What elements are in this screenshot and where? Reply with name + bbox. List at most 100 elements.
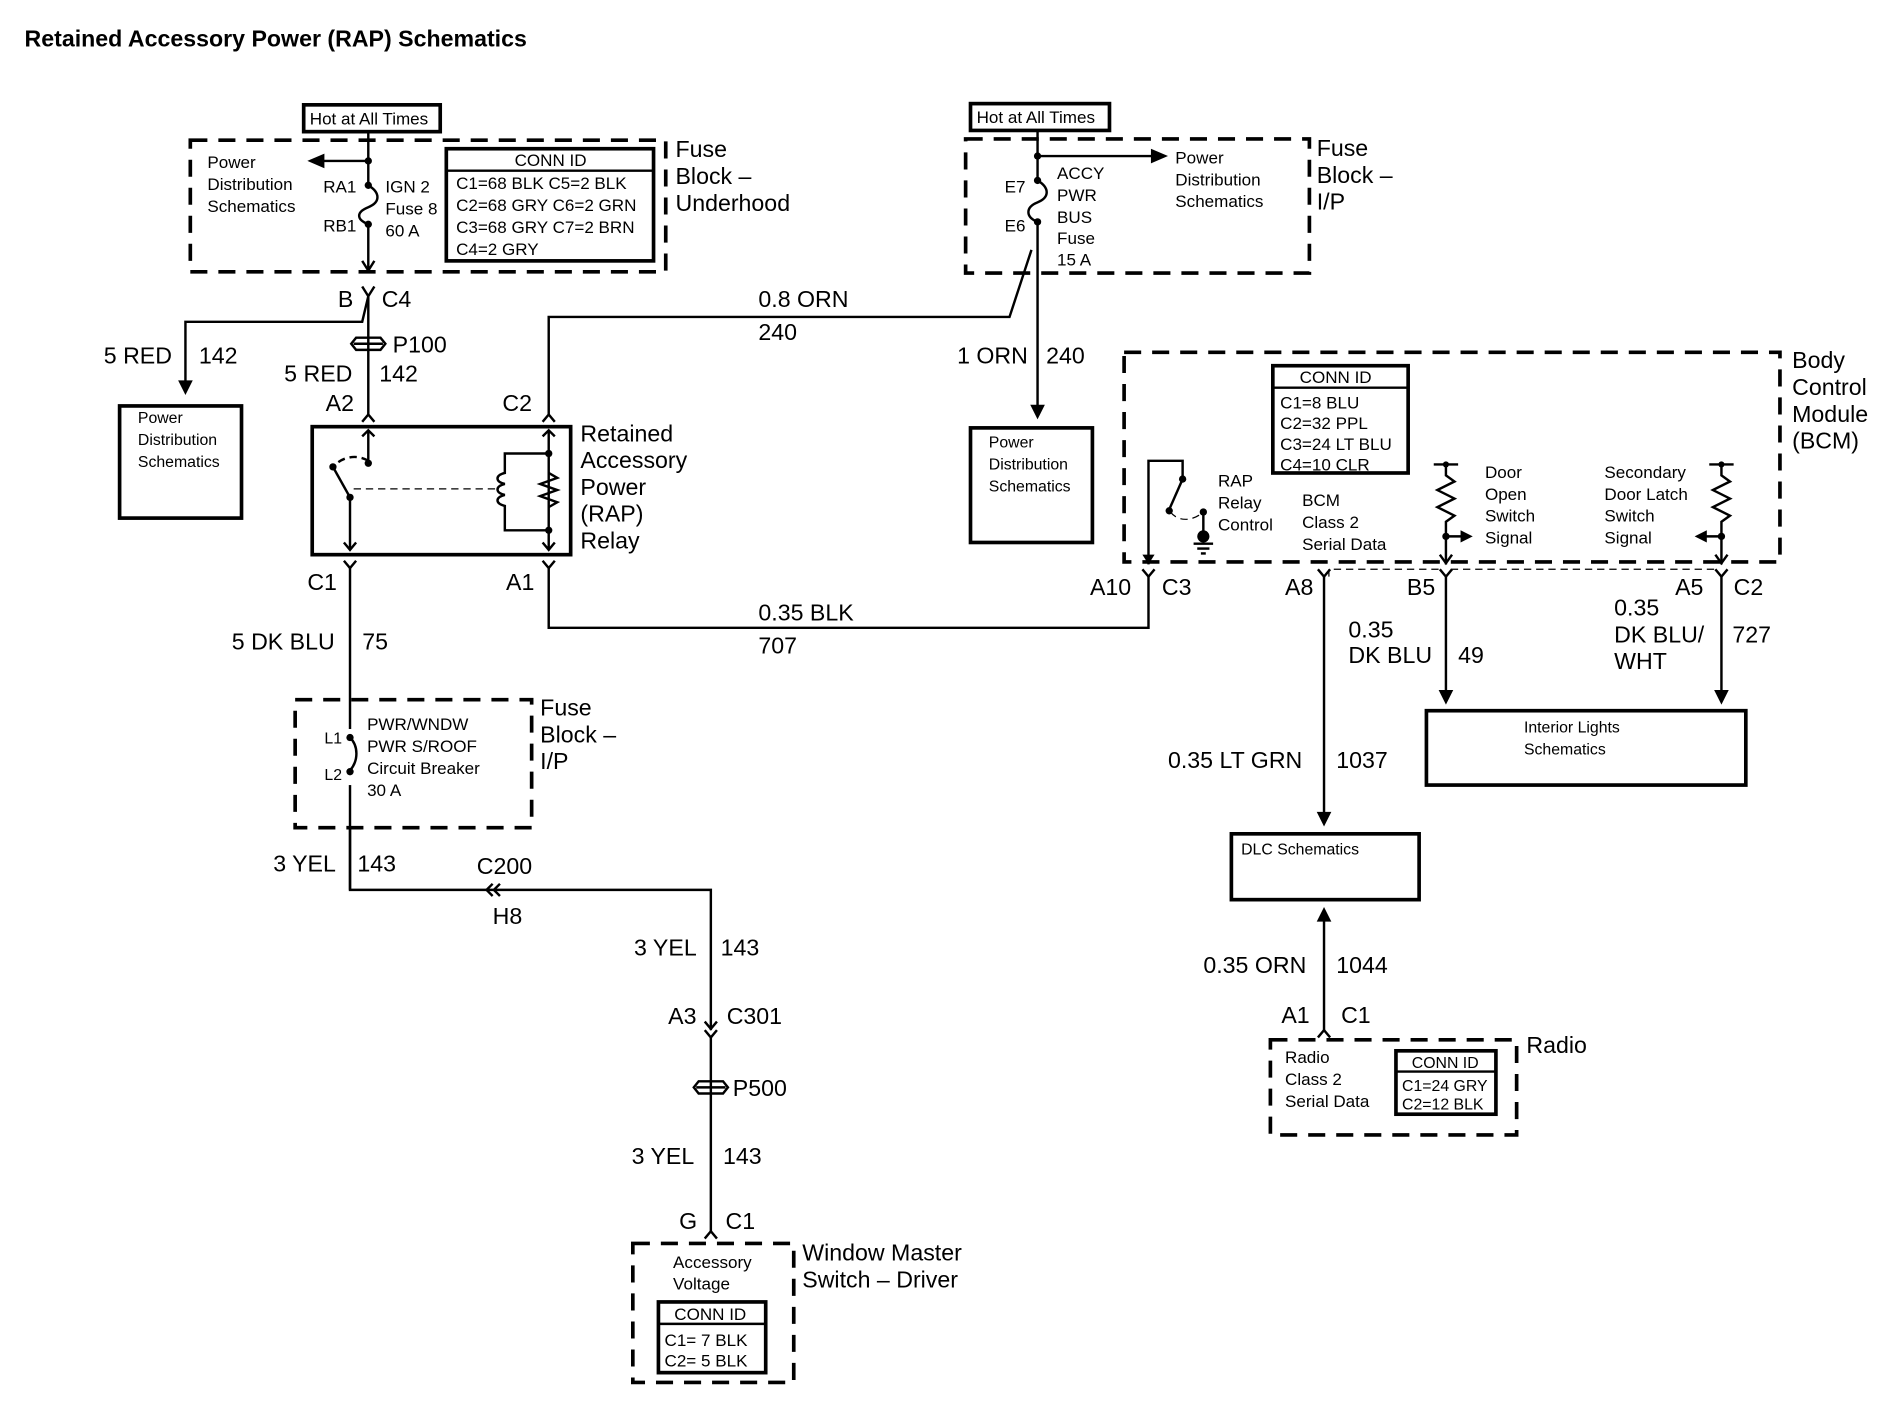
radio-boundary	[1268, 1038, 1519, 1137]
pin-label: B5	[1407, 574, 1435, 600]
terminal-label: RA1	[323, 178, 356, 197]
power-distribution-box	[968, 426, 1095, 545]
fuse-block-ip-bottom: Fuse Block – I/P L1 L2 PWR/WNDW PWR S/RO…	[293, 695, 616, 830]
arrow-down-icon	[178, 380, 193, 395]
page-title: Retained Accessory Power (RAP) Schematic…	[25, 25, 527, 51]
conn-id-table	[656, 1300, 768, 1375]
body-control-module: Body Control Module (BCM) CONN ID C1=8 B…	[1090, 347, 1868, 600]
breaker-label: PWR/WNDW	[367, 715, 469, 734]
terminal-label: RB1	[323, 217, 356, 236]
pin-label: C1	[307, 569, 337, 595]
fuse-label: 60 A	[385, 221, 420, 240]
wire-gauge-color: DK BLU/	[1614, 621, 1705, 647]
hot-at-all-times-label: Hot at All Times	[310, 109, 428, 128]
terminal-label: L1	[324, 731, 342, 748]
secondary-latch-label: Switch	[1604, 507, 1654, 526]
bcm-name: (BCM)	[1792, 428, 1859, 454]
door-open-label: Signal	[1485, 529, 1532, 548]
ground-icon	[1193, 542, 1214, 555]
fuse-label: PWR	[1057, 186, 1097, 205]
fuse-block-underhood: Hot at All Times Fuse Block – Underhood …	[188, 103, 790, 274]
pin-label: G	[679, 1208, 697, 1234]
connector-label: C1	[725, 1208, 755, 1234]
box-label: Schematics	[138, 454, 220, 471]
fuse-block-ip-name: Fuse	[1317, 135, 1368, 161]
conn-id-row: C2=32 PPL	[1280, 414, 1368, 433]
door-open-label: Open	[1485, 485, 1527, 504]
door-open-label: Switch	[1485, 507, 1535, 526]
wire-circuit: 49	[1458, 642, 1484, 668]
arrow-right-icon	[1150, 148, 1168, 164]
dk-blu-feed: 5 DK BLU 75	[232, 568, 388, 890]
rap-relay: A2 C2 Retained Accessory Power (RAP) Rel…	[307, 390, 687, 595]
box-label: Distribution	[138, 432, 217, 449]
fuse-label: 15 A	[1057, 251, 1092, 270]
class2-label: Class 2	[1302, 513, 1359, 532]
bcm-name: Control	[1792, 374, 1867, 400]
box-label: Power	[138, 410, 184, 427]
wire-circuit: 142	[379, 361, 418, 387]
wire-gauge-color: 0.35 LT GRN	[1168, 747, 1302, 773]
terminal-label: E7	[1005, 178, 1026, 197]
relay-name: Relay	[580, 528, 640, 554]
box-label: Interior Lights	[1524, 720, 1620, 737]
connector-label: C4	[382, 286, 412, 312]
pin-label: B	[338, 286, 353, 312]
terminal-label: L2	[324, 767, 342, 784]
conn-id-header: CONN ID	[1300, 368, 1372, 387]
wire-circuit: 143	[721, 935, 760, 961]
fuse-icon	[1027, 179, 1048, 223]
conn-id-header: CONN ID	[515, 151, 587, 170]
pin-label: A10	[1090, 574, 1131, 600]
window-switch-name: Window Master	[802, 1239, 962, 1265]
pin-label: H8	[493, 903, 523, 929]
relay-name: (RAP)	[580, 501, 643, 527]
class2-label: BCM	[1302, 491, 1340, 510]
conn-id-table	[1394, 1048, 1498, 1117]
conn-id-header: CONN ID	[1412, 1055, 1479, 1072]
wire-gauge-color: 5 RED	[284, 361, 352, 387]
wire-circuit: 707	[758, 632, 797, 658]
connector-label: C3	[1162, 574, 1192, 600]
power-distribution-box	[117, 404, 244, 520]
window-switch-label: Voltage	[673, 1275, 730, 1294]
splice-label: P100	[393, 331, 447, 357]
conn-id-row: C2= 5 BLK	[665, 1352, 749, 1371]
box-label: Distribution	[989, 456, 1068, 473]
connector-label: C301	[727, 1003, 782, 1029]
secondary-latch-label: Signal	[1604, 529, 1651, 548]
breaker-label: Circuit Breaker	[367, 759, 480, 778]
arrow-left-icon	[307, 153, 325, 169]
window-switch-label: Accessory	[673, 1253, 752, 1272]
box-label: Power	[989, 434, 1035, 451]
door-open-label: Door	[1485, 463, 1522, 482]
hot-at-all-times-box	[968, 101, 1112, 133]
terminal-label: E6	[1005, 217, 1026, 236]
power-distribution-ref: Schematics	[1175, 192, 1263, 211]
pullup-resistor-icon	[1710, 464, 1733, 565]
wire-circuit: 240	[1046, 342, 1085, 368]
radio-label: Class 2	[1285, 1070, 1342, 1089]
conn-id-row: C1=8 BLU	[1280, 393, 1359, 412]
conn-id-table	[1271, 363, 1410, 475]
relay-name: Power	[580, 474, 646, 500]
power-distribution-ref: Schematics	[207, 197, 295, 216]
box-label: Schematics	[1524, 742, 1606, 759]
power-distribution-ref: Power	[207, 153, 256, 172]
conn-id-row: C4=10 CLR	[1280, 456, 1370, 475]
power-distribution-ref: Power	[1175, 148, 1224, 167]
bcm-boundary	[1122, 350, 1782, 564]
window-switch-name: Switch – Driver	[802, 1266, 958, 1292]
fuse-block-underhood-name: Block –	[675, 163, 751, 189]
wire-gauge-color: 0.35	[1348, 617, 1393, 643]
breaker-label: PWR S/ROOF	[367, 737, 477, 756]
fuse-icon	[357, 184, 379, 226]
wire-0-8-orn: 0.8 ORN 240	[547, 249, 1033, 415]
conn-id-row: C3=68 GRY C7=2 BRN	[456, 218, 634, 237]
conn-id-row: C1= 7 BLK	[665, 1331, 749, 1350]
radio-label: Radio	[1285, 1048, 1330, 1067]
connector-label: C1	[1341, 1002, 1371, 1028]
fuse-block-ip-name: Block –	[1317, 162, 1393, 188]
relay-name: Retained	[580, 420, 673, 446]
